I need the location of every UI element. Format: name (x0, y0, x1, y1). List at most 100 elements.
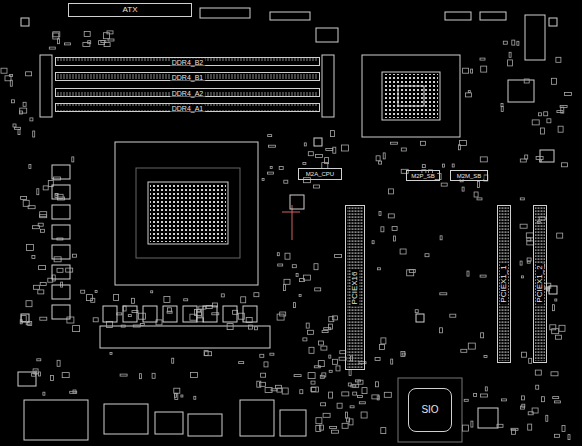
smd-part (184, 299, 188, 301)
smd-part (37, 359, 41, 361)
header (270, 12, 310, 20)
part-label: ATX (121, 6, 140, 14)
smd-part (139, 313, 146, 319)
smd-part (544, 112, 548, 116)
smd-part (565, 93, 572, 96)
smd-part (462, 187, 464, 191)
cpu-pins (150, 184, 226, 242)
smd-part (422, 165, 425, 168)
smd-part (557, 233, 563, 238)
smd-part (440, 328, 443, 333)
smd-part (303, 162, 306, 164)
chipset-balls (384, 74, 438, 118)
smd-part (88, 41, 91, 44)
smd-part (95, 290, 97, 292)
smd-part (512, 40, 515, 45)
smd-part (13, 124, 16, 127)
smd-part (314, 366, 320, 368)
smd-part (308, 152, 313, 156)
smd-part (536, 157, 543, 160)
component (540, 150, 554, 162)
vrm-choke (52, 165, 70, 179)
smd-part (329, 317, 334, 322)
smd-part (503, 41, 507, 44)
smd-part (10, 75, 13, 77)
smd-part (23, 200, 29, 206)
cpu-pad-frame (148, 182, 228, 244)
chipset-outline (362, 55, 460, 137)
smd-part (190, 373, 197, 378)
smd-part (333, 147, 336, 153)
smd-part (381, 338, 386, 344)
smd-part (164, 296, 170, 302)
chipset-die (382, 72, 440, 120)
smd-part (528, 424, 532, 430)
part-label: DDR4_B2 (170, 58, 206, 65)
vrm-choke (103, 306, 117, 322)
smd-part (241, 297, 246, 303)
smd-part (50, 375, 53, 380)
smd-part (43, 392, 45, 395)
smd-part (39, 372, 41, 376)
smd-part (391, 359, 393, 364)
smd-part (21, 196, 27, 199)
smd-part (532, 120, 539, 125)
smd-part (555, 401, 561, 403)
smd-part (501, 106, 503, 111)
connector-box: DDR4_B2 (55, 57, 320, 66)
smd-part (536, 385, 539, 389)
smd-part (458, 145, 460, 150)
smd-part (40, 317, 47, 320)
smd-part (441, 183, 447, 186)
smd-part (86, 295, 92, 301)
smd-part (294, 303, 296, 308)
smd-part (362, 388, 367, 394)
smd-part (49, 47, 55, 49)
vrm-choke (52, 265, 70, 279)
smd-part (452, 164, 454, 167)
vrm-choke (223, 306, 237, 322)
smd-part (73, 326, 80, 332)
smd-part (268, 135, 272, 137)
smd-part (552, 78, 557, 84)
connector-box: DDR4_A1 (55, 103, 320, 112)
dimm-latch (322, 55, 334, 117)
smd-part (282, 388, 288, 394)
smd-part (529, 358, 532, 363)
smd-part (40, 229, 44, 232)
smd-part (1, 68, 7, 73)
mounting-hole (549, 18, 557, 26)
smd-part (468, 343, 475, 349)
smd-part (383, 153, 385, 159)
smd-part (348, 383, 351, 386)
smd-part (377, 396, 379, 400)
smd-part (471, 69, 473, 73)
connector-box: M2M_SB (450, 170, 488, 181)
smd-part (342, 392, 349, 396)
dimm-pins (57, 73, 318, 80)
smd-part (33, 285, 39, 289)
smd-part (535, 370, 541, 375)
smd-part (474, 393, 477, 396)
smd-part (38, 290, 44, 294)
smd-part (65, 43, 71, 45)
smd-part (315, 288, 321, 291)
smd-part (280, 312, 286, 316)
smd-part (43, 186, 48, 190)
smd-part (181, 395, 183, 397)
smd-part (401, 148, 406, 151)
smd-part (421, 141, 426, 145)
smd-part (303, 338, 307, 341)
vrm-choke (52, 305, 70, 319)
smd-part (480, 394, 487, 397)
smd-part (556, 335, 562, 339)
smd-part (480, 275, 486, 277)
smd-part (174, 393, 176, 397)
vrm-row (100, 326, 270, 348)
smd-part (84, 32, 90, 37)
smd-part (440, 293, 447, 295)
smd-part (391, 142, 398, 144)
smd-part (227, 324, 233, 330)
rear-io-port (104, 404, 148, 434)
